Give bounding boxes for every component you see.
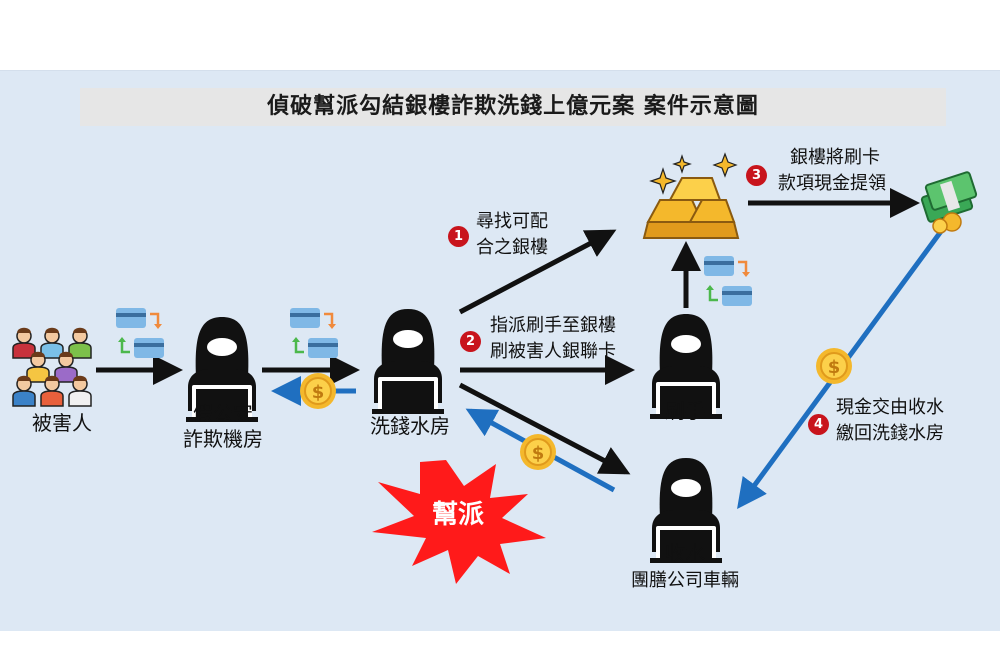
step-4-line2: 繳回洗錢水房 (836, 423, 944, 444)
hacker-icon-laundering (372, 309, 444, 414)
card-transfer-icon-3 (702, 254, 754, 308)
collector-label-line2: 團膳公司車輛 (631, 570, 739, 591)
step-4-line1: 現金交由收水 (836, 397, 944, 418)
runner-label: 刷手 (665, 399, 705, 423)
collector-label-line1: 收水 (665, 541, 705, 565)
step-3-line2: 款項現金提領 (778, 173, 886, 194)
arrow-step1 (458, 229, 617, 315)
step-2-line1: 指派刷手至銀樓 (490, 315, 616, 336)
cash-icon (920, 171, 978, 234)
step-4-badge: 4 (808, 414, 829, 435)
title-bar (80, 88, 946, 126)
step-3-line1: 銀樓將刷卡 (790, 147, 880, 168)
card-transfer-icon-1 (114, 306, 166, 360)
fraud-room-label-line2: 詐欺機房 (183, 427, 263, 451)
step-1-line2: 合之銀樓 (476, 237, 548, 258)
gold-bars-icon (642, 152, 740, 239)
people-icon (12, 327, 92, 407)
laundering-label: 洗錢水房 (370, 414, 450, 438)
victims-label: 被害人 (32, 411, 92, 435)
step-2-line2: 刷被害人銀聯卡 (490, 341, 616, 362)
fraud-room-label-line1: 假公安 (193, 401, 253, 425)
coin-icon-1 (299, 372, 337, 410)
gang-label: 幫派 (431, 500, 484, 530)
step-1-badge: 1 (448, 226, 469, 247)
coin-icon-3 (815, 347, 853, 385)
step-1-line1: 尋找可配 (476, 211, 548, 232)
card-transfer-icon-2 (288, 306, 340, 360)
step-2-badge: 2 (460, 331, 481, 352)
burst-icon (372, 460, 546, 584)
coin-icon-2 (519, 433, 557, 471)
diagram-title: 偵破幫派勾結銀樓詐欺洗錢上億元案 案件示意圖 (267, 94, 759, 119)
arrow-to-collector (458, 382, 631, 475)
step-3-badge: 3 (746, 165, 767, 186)
